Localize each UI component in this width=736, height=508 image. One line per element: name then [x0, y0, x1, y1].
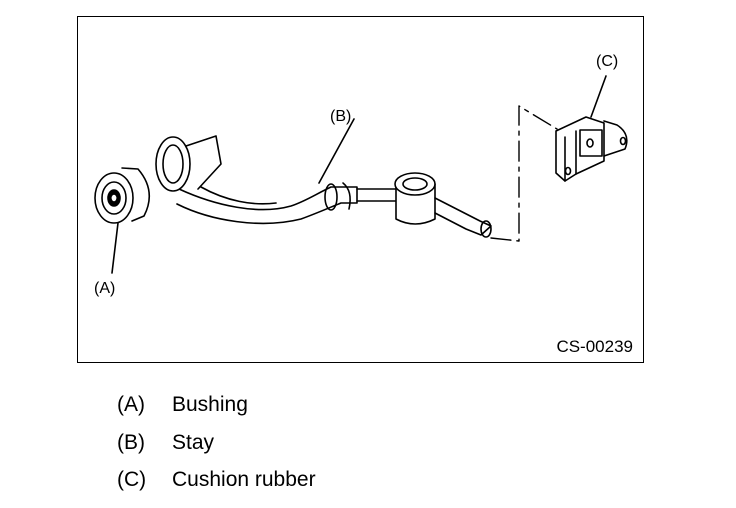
callout-c: (C)	[596, 53, 619, 70]
legend-label: Cushion rubber	[172, 468, 316, 491]
legend-key: (B)	[117, 430, 145, 454]
stay-part	[155, 118, 397, 225]
cushion-rubber-part	[555, 75, 628, 182]
legend-label: Stay	[172, 430, 215, 454]
legend-item: (A) Bushing	[117, 393, 316, 431]
figure-code: CS-00239	[556, 337, 633, 356]
legend-key: (C)	[117, 468, 147, 491]
parts-legend: (A) Bushing (B) Stay (C) Cushion rubber	[117, 393, 316, 506]
legend-item: (C) Cushion rubber	[117, 468, 316, 506]
exploded-view-illustration	[94, 75, 628, 274]
callout-a: (A)	[94, 280, 116, 297]
legend-label: Bushing	[172, 393, 248, 416]
legend-key: (A)	[117, 393, 145, 416]
collar-and-shaft	[394, 172, 492, 238]
callout-b: (B)	[330, 108, 352, 125]
bushing-part	[94, 167, 151, 274]
figure-frame: (A) (B) (C) CS-00239	[77, 16, 644, 363]
legend-item: (B) Stay	[117, 431, 316, 469]
